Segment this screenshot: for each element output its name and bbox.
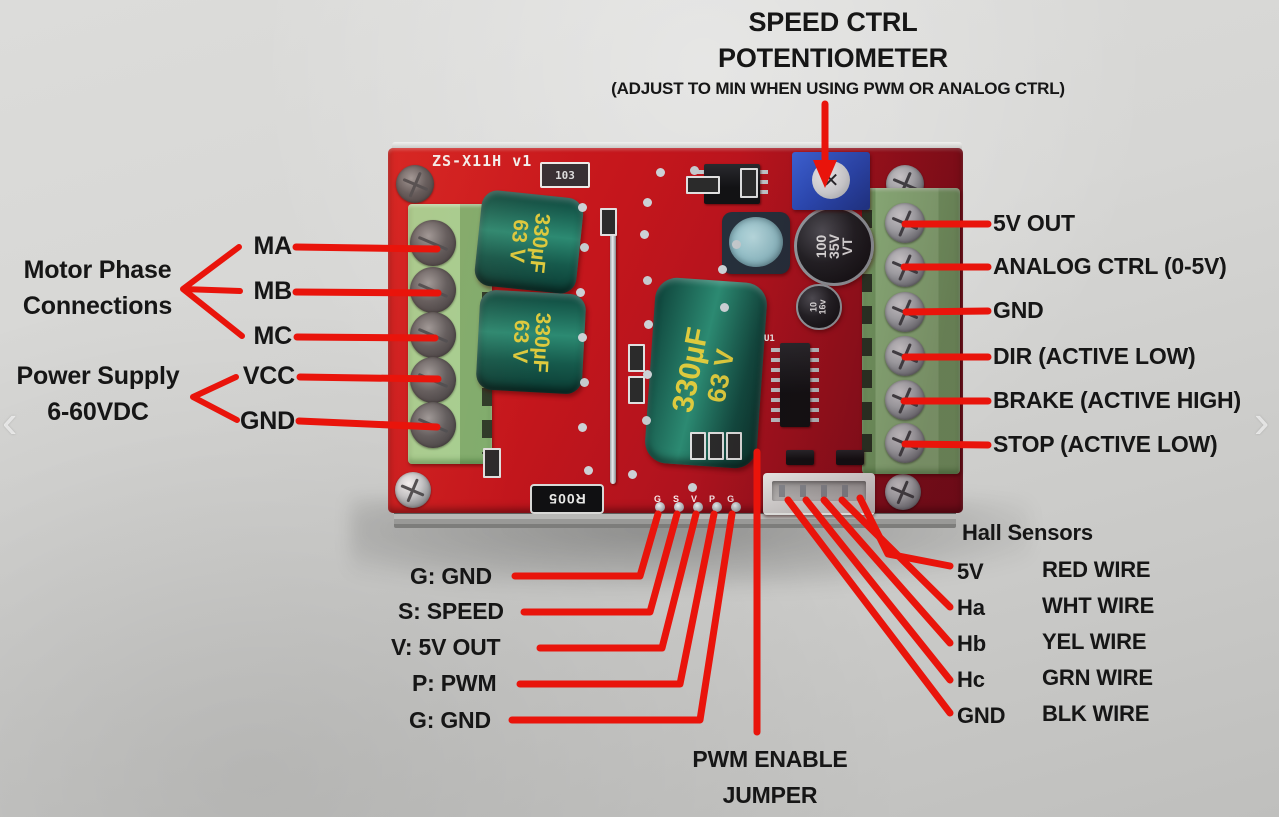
hall-wire-hc: GRN WIRE bbox=[1042, 665, 1153, 690]
inductor bbox=[722, 212, 790, 274]
hall-annotation-lines bbox=[784, 494, 954, 717]
pin-label-p-pwm: P: PWM bbox=[412, 670, 497, 696]
sot23-transistor bbox=[836, 450, 864, 465]
hall-row-ha: Ha bbox=[957, 596, 985, 620]
ic-pins bbox=[760, 170, 768, 200]
pin-label-ma: MA bbox=[253, 232, 293, 260]
power-supply-annotation-lines bbox=[190, 373, 442, 431]
pin-label-dir: DIR (ACTIVE LOW) bbox=[993, 343, 1196, 369]
speed-ctrl-title-line2: POTENTIOMETER bbox=[718, 43, 948, 73]
motor-phase-annotation-lines bbox=[180, 243, 442, 342]
hall-pin: Hc bbox=[957, 667, 985, 692]
hall-wire-hb: YEL WIRE bbox=[1042, 629, 1147, 654]
hall-pin: Hb bbox=[957, 631, 986, 656]
pad-letters: G S V P G bbox=[654, 494, 734, 504]
silkscreen-board-title: ZS-X11H v1 bbox=[432, 152, 533, 170]
smd-component bbox=[600, 208, 617, 236]
screw-bottom-left bbox=[395, 472, 431, 508]
hall-wire-ha: WHT WIRE bbox=[1042, 593, 1155, 618]
pin-label-vcc: VCC bbox=[242, 362, 295, 390]
smd-component bbox=[740, 168, 758, 198]
pwm-jumper-label-line2: JUMPER bbox=[722, 782, 818, 808]
smd-component bbox=[628, 376, 645, 404]
pad-letter: G bbox=[654, 494, 662, 504]
pad-letter: P bbox=[709, 494, 716, 504]
speed-pot-arrow bbox=[813, 100, 837, 188]
pin-label-s-speed: S: SPEED bbox=[398, 598, 504, 624]
speed-ctrl-note: (ADJUST TO MIN WHEN USING PWM OR ANALOG … bbox=[611, 79, 1065, 98]
prev-image-button[interactable]: ‹ bbox=[2, 395, 18, 447]
resistor-103: 103 bbox=[540, 162, 590, 188]
pin-label-g-gnd-1: G: GND bbox=[410, 563, 492, 589]
hall-row-hc: Hc bbox=[957, 668, 985, 692]
silkscreen-ic-ref: U1 bbox=[764, 334, 775, 344]
hall-sensor-connector[interactable] bbox=[763, 473, 875, 515]
terminal-clamp-tabs bbox=[862, 196, 872, 466]
connector-pins bbox=[779, 485, 859, 497]
terminal-screw-ma bbox=[410, 220, 456, 266]
pin-label-mb: MB bbox=[253, 277, 293, 305]
smd-component bbox=[708, 432, 724, 460]
solder-joints bbox=[578, 203, 587, 212]
hall-wire-5v: RED WIRE bbox=[1042, 557, 1151, 582]
capacitor-10uf-16v: 10 16v bbox=[796, 284, 842, 330]
hall-sensors-title: Hall Sensors bbox=[962, 520, 1093, 545]
pin-label-gnd: GND bbox=[240, 407, 295, 435]
main-driver-ic bbox=[780, 343, 810, 427]
screw-bottom-right bbox=[885, 474, 921, 510]
aluminum-plate-top-edge bbox=[392, 142, 962, 151]
pin-label-brake: BRAKE (ACTIVE HIGH) bbox=[993, 387, 1241, 413]
smd-component bbox=[690, 432, 706, 460]
capacitor-100uf-35v: 100 35V VT bbox=[794, 206, 874, 286]
power-supply-label-line1: Power Supply bbox=[16, 362, 180, 390]
pwm-jumper-label-line1: PWM ENABLE bbox=[692, 746, 848, 772]
zs-x11h-pcb: ZS-X11H v1 330µF 63 V 330µF 63 V 330µF bbox=[388, 148, 963, 515]
power-supply-label-line2: 6-60VDC bbox=[47, 398, 149, 426]
terminal-block-right bbox=[862, 188, 960, 474]
smd-component bbox=[686, 176, 720, 194]
pin-label-analog-ctrl: ANALOG CTRL (0-5V) bbox=[993, 253, 1227, 279]
screw-top-left bbox=[396, 165, 434, 203]
pin-label-stop: STOP (ACTIVE LOW) bbox=[993, 431, 1218, 457]
speed-ctrl-title-line1: SPEED CTRL bbox=[748, 7, 918, 37]
pwm-header-pads bbox=[655, 502, 741, 512]
right-pin-annotation-lines bbox=[900, 220, 992, 449]
pad-letter: G bbox=[727, 494, 735, 504]
pin-label-v-5v-out: V: 5V OUT bbox=[391, 634, 501, 660]
hall-row-gnd: GND bbox=[957, 704, 1005, 728]
pin-label-mc: MC bbox=[253, 322, 293, 350]
hall-row-hb: Hb bbox=[957, 632, 986, 656]
pin-label-5v-out: 5V OUT bbox=[993, 210, 1075, 236]
pwm-header-annotation-lines bbox=[508, 510, 736, 724]
smd-component bbox=[726, 432, 742, 460]
pad-letter: S bbox=[673, 494, 680, 504]
sot23-transistor bbox=[786, 450, 814, 465]
ic-pins bbox=[771, 348, 780, 426]
hall-wire-gnd: BLK WIRE bbox=[1042, 701, 1150, 726]
hall-pin: GND bbox=[957, 703, 1006, 728]
motor-phase-label-line2: Connections bbox=[22, 292, 173, 320]
smd-component bbox=[483, 448, 501, 478]
motor-phase-label-line1: Motor Phase bbox=[23, 256, 172, 284]
hall-row-5v: 5V bbox=[957, 560, 984, 584]
pin-label-g-gnd-2: G: GND bbox=[409, 707, 491, 733]
next-image-button[interactable]: › bbox=[1254, 395, 1270, 447]
hall-pin: 5V bbox=[957, 559, 984, 584]
hall-pin: Ha bbox=[957, 595, 985, 620]
pin-label-gnd-right: GND bbox=[993, 297, 1044, 323]
metal-pin-rod bbox=[610, 222, 616, 484]
pad-letter: V bbox=[691, 494, 698, 504]
ic-pins bbox=[810, 348, 819, 426]
smd-component bbox=[628, 344, 645, 372]
